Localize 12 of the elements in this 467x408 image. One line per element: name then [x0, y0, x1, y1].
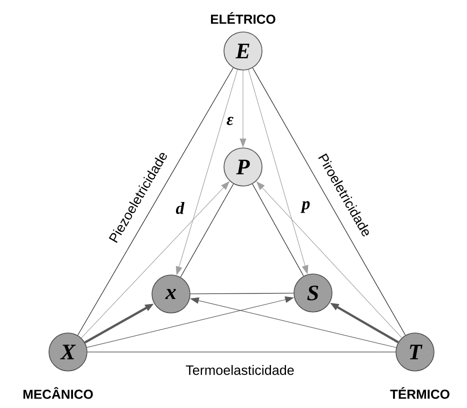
edge-label: ε [226, 116, 234, 126]
domain-label: MECÂNICO [23, 387, 93, 399]
edge-label: p [300, 201, 310, 213]
domain-label: ELÉTRICO [211, 12, 276, 24]
domain-label: TÉRMICO [390, 387, 450, 399]
connector-line [252, 184, 304, 276]
edge-label: Termoelasticidade [186, 365, 294, 375]
connector-line [77, 67, 234, 336]
connector-line [180, 184, 234, 278]
connector-line [252, 68, 406, 336]
connector-line [190, 292, 294, 294]
edge-label: d [176, 202, 184, 214]
